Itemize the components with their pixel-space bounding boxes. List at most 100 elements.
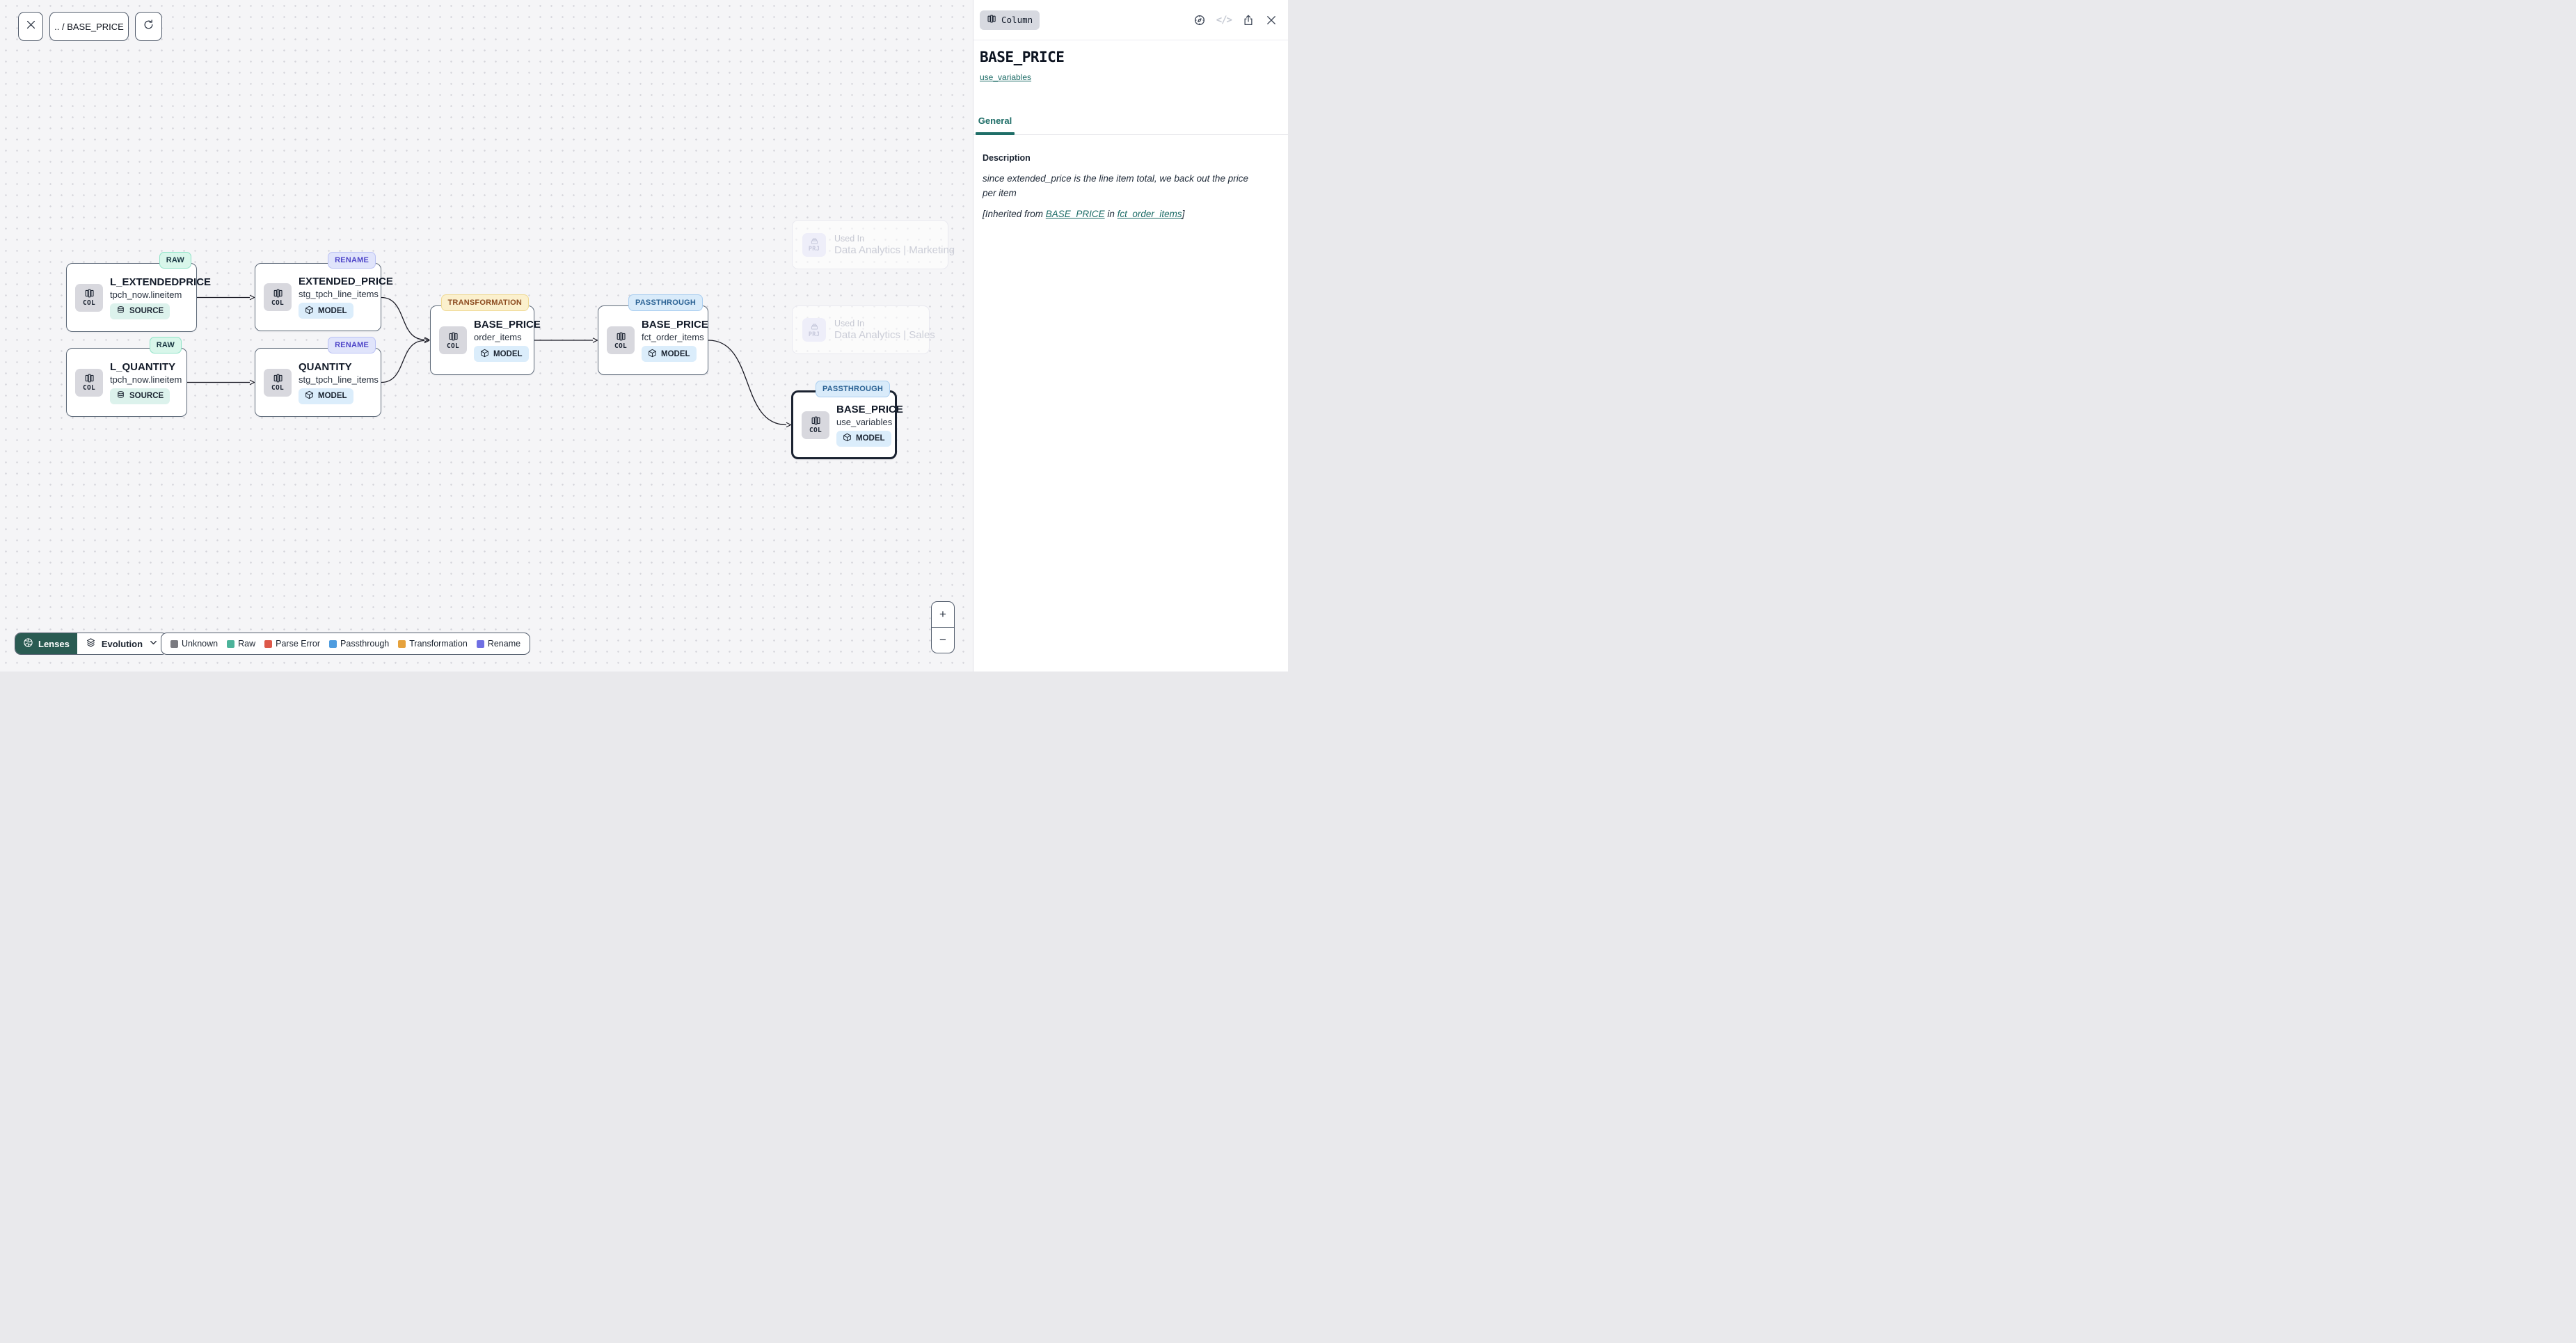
node-title: L_EXTENDEDPRICE: [110, 276, 212, 288]
model-link[interactable]: use_variables: [980, 72, 1032, 82]
chip-label: MODEL: [318, 306, 347, 315]
column-entity-icon: COL: [264, 283, 292, 311]
inherited-model-link[interactable]: fct_order_items: [1117, 209, 1182, 219]
compass-icon[interactable]: [1193, 14, 1206, 26]
node-title: BASE_PRICE: [474, 319, 541, 331]
chip-label: MODEL: [856, 434, 885, 443]
aperture-icon: [23, 637, 33, 650]
tab-active-indicator: [976, 132, 1015, 135]
cube-icon: [480, 349, 489, 360]
evolution-type-badge: RAW: [149, 337, 182, 353]
node-subtitle: use_variables: [836, 416, 893, 427]
description-label: Description: [983, 153, 1031, 163]
code-icon[interactable]: </>: [1216, 14, 1232, 26]
project-entity-icon: PRJ: [802, 232, 826, 257]
share-icon[interactable]: [1242, 14, 1255, 26]
lenses-label: Lenses: [38, 638, 70, 649]
legend-swatch: [227, 639, 235, 648]
node-title: L_QUANTITY: [110, 360, 176, 373]
entity-type-badge: Column: [980, 10, 1040, 30]
node-subtitle: fct_order_items: [642, 332, 704, 342]
entity-type-label: Column: [1001, 15, 1033, 25]
entity-abbr: COL: [82, 384, 96, 392]
legend-label: Parse Error: [276, 639, 321, 649]
panel-actions: </>: [1193, 14, 1278, 26]
column-entity-icon: COL: [264, 368, 292, 397]
legend-item: Unknown: [170, 639, 218, 649]
inherited-column-link[interactable]: BASE_PRICE: [1045, 209, 1105, 219]
lenses-button[interactable]: Lenses: [15, 633, 77, 654]
column-entity-icon: COL: [439, 326, 467, 354]
node-title: BASE_PRICE: [642, 319, 708, 331]
legend-item: Passthrough: [329, 639, 389, 649]
node-subtitle: stg_tpch_line_items: [299, 289, 379, 299]
database-icon: [116, 305, 125, 317]
inherited-note: [Inherited from BASE_PRICE in fct_order_…: [983, 209, 1184, 219]
used-in-project: Data Analytics | Sales: [834, 329, 935, 341]
node-subtitle: stg_tpch_line_items: [299, 374, 379, 385]
project-entity-icon: PRJ: [802, 318, 826, 342]
tab-general[interactable]: General: [978, 116, 1012, 126]
zoom-in-button[interactable]: +: [939, 607, 946, 621]
evolution-type-badge: RENAME: [328, 337, 376, 353]
close-lineage-button[interactable]: [18, 12, 43, 41]
chip-label: MODEL: [318, 392, 347, 400]
legend-item: Transformation: [398, 639, 468, 649]
lineage-edge: [381, 296, 424, 340]
inherited-text: [Inherited from: [983, 209, 1046, 219]
cube-icon: [305, 305, 314, 317]
legend-label: Unknown: [182, 639, 218, 649]
refresh-button[interactable]: [135, 12, 162, 41]
close-icon: [25, 19, 37, 34]
graph-canvas: .. / BASE_PRICE Lenses Evolution Unknown…: [0, 0, 973, 672]
legend-swatch: [264, 639, 273, 648]
legend-item: Rename: [476, 639, 520, 649]
lineage-edge: [708, 340, 786, 425]
column-entity-icon: COL: [75, 283, 103, 312]
evolution-type-badge: PASSTHROUGH: [816, 381, 890, 397]
evolution-type-badge: TRANSFORMATION: [440, 294, 529, 311]
zoom-out-button[interactable]: −: [932, 627, 954, 653]
description-text: since extended_price is the line item to…: [983, 173, 1248, 198]
legend-label: Raw: [238, 639, 256, 649]
panel-header: Column </>: [973, 0, 1288, 40]
column-entity-icon: COL: [607, 326, 635, 354]
chip-label: MODEL: [493, 349, 523, 358]
model-chip: MODEL: [642, 346, 697, 362]
close-panel-icon[interactable]: [1265, 14, 1278, 26]
model-chip: MODEL: [836, 430, 891, 447]
evolution-dropdown[interactable]: Evolution: [77, 633, 167, 654]
cube-icon: [843, 433, 852, 444]
node-title: QUANTITY: [299, 360, 352, 373]
legend-swatch: [476, 639, 484, 648]
evolution-label: Evolution: [101, 638, 143, 649]
breadcrumb[interactable]: .. / BASE_PRICE: [49, 12, 129, 41]
entity-abbr: COL: [614, 342, 628, 350]
details-panel: Column </> BASE_PRICE use_variables Gene…: [973, 0, 1288, 672]
lenses-toolbar: Lenses Evolution: [15, 633, 168, 655]
legend-label: Passthrough: [340, 639, 390, 649]
evolution-type-badge: RAW: [159, 252, 191, 269]
chip-label: SOURCE: [129, 392, 164, 400]
legend-swatch: [398, 639, 406, 648]
model-chip: MODEL: [299, 303, 353, 319]
